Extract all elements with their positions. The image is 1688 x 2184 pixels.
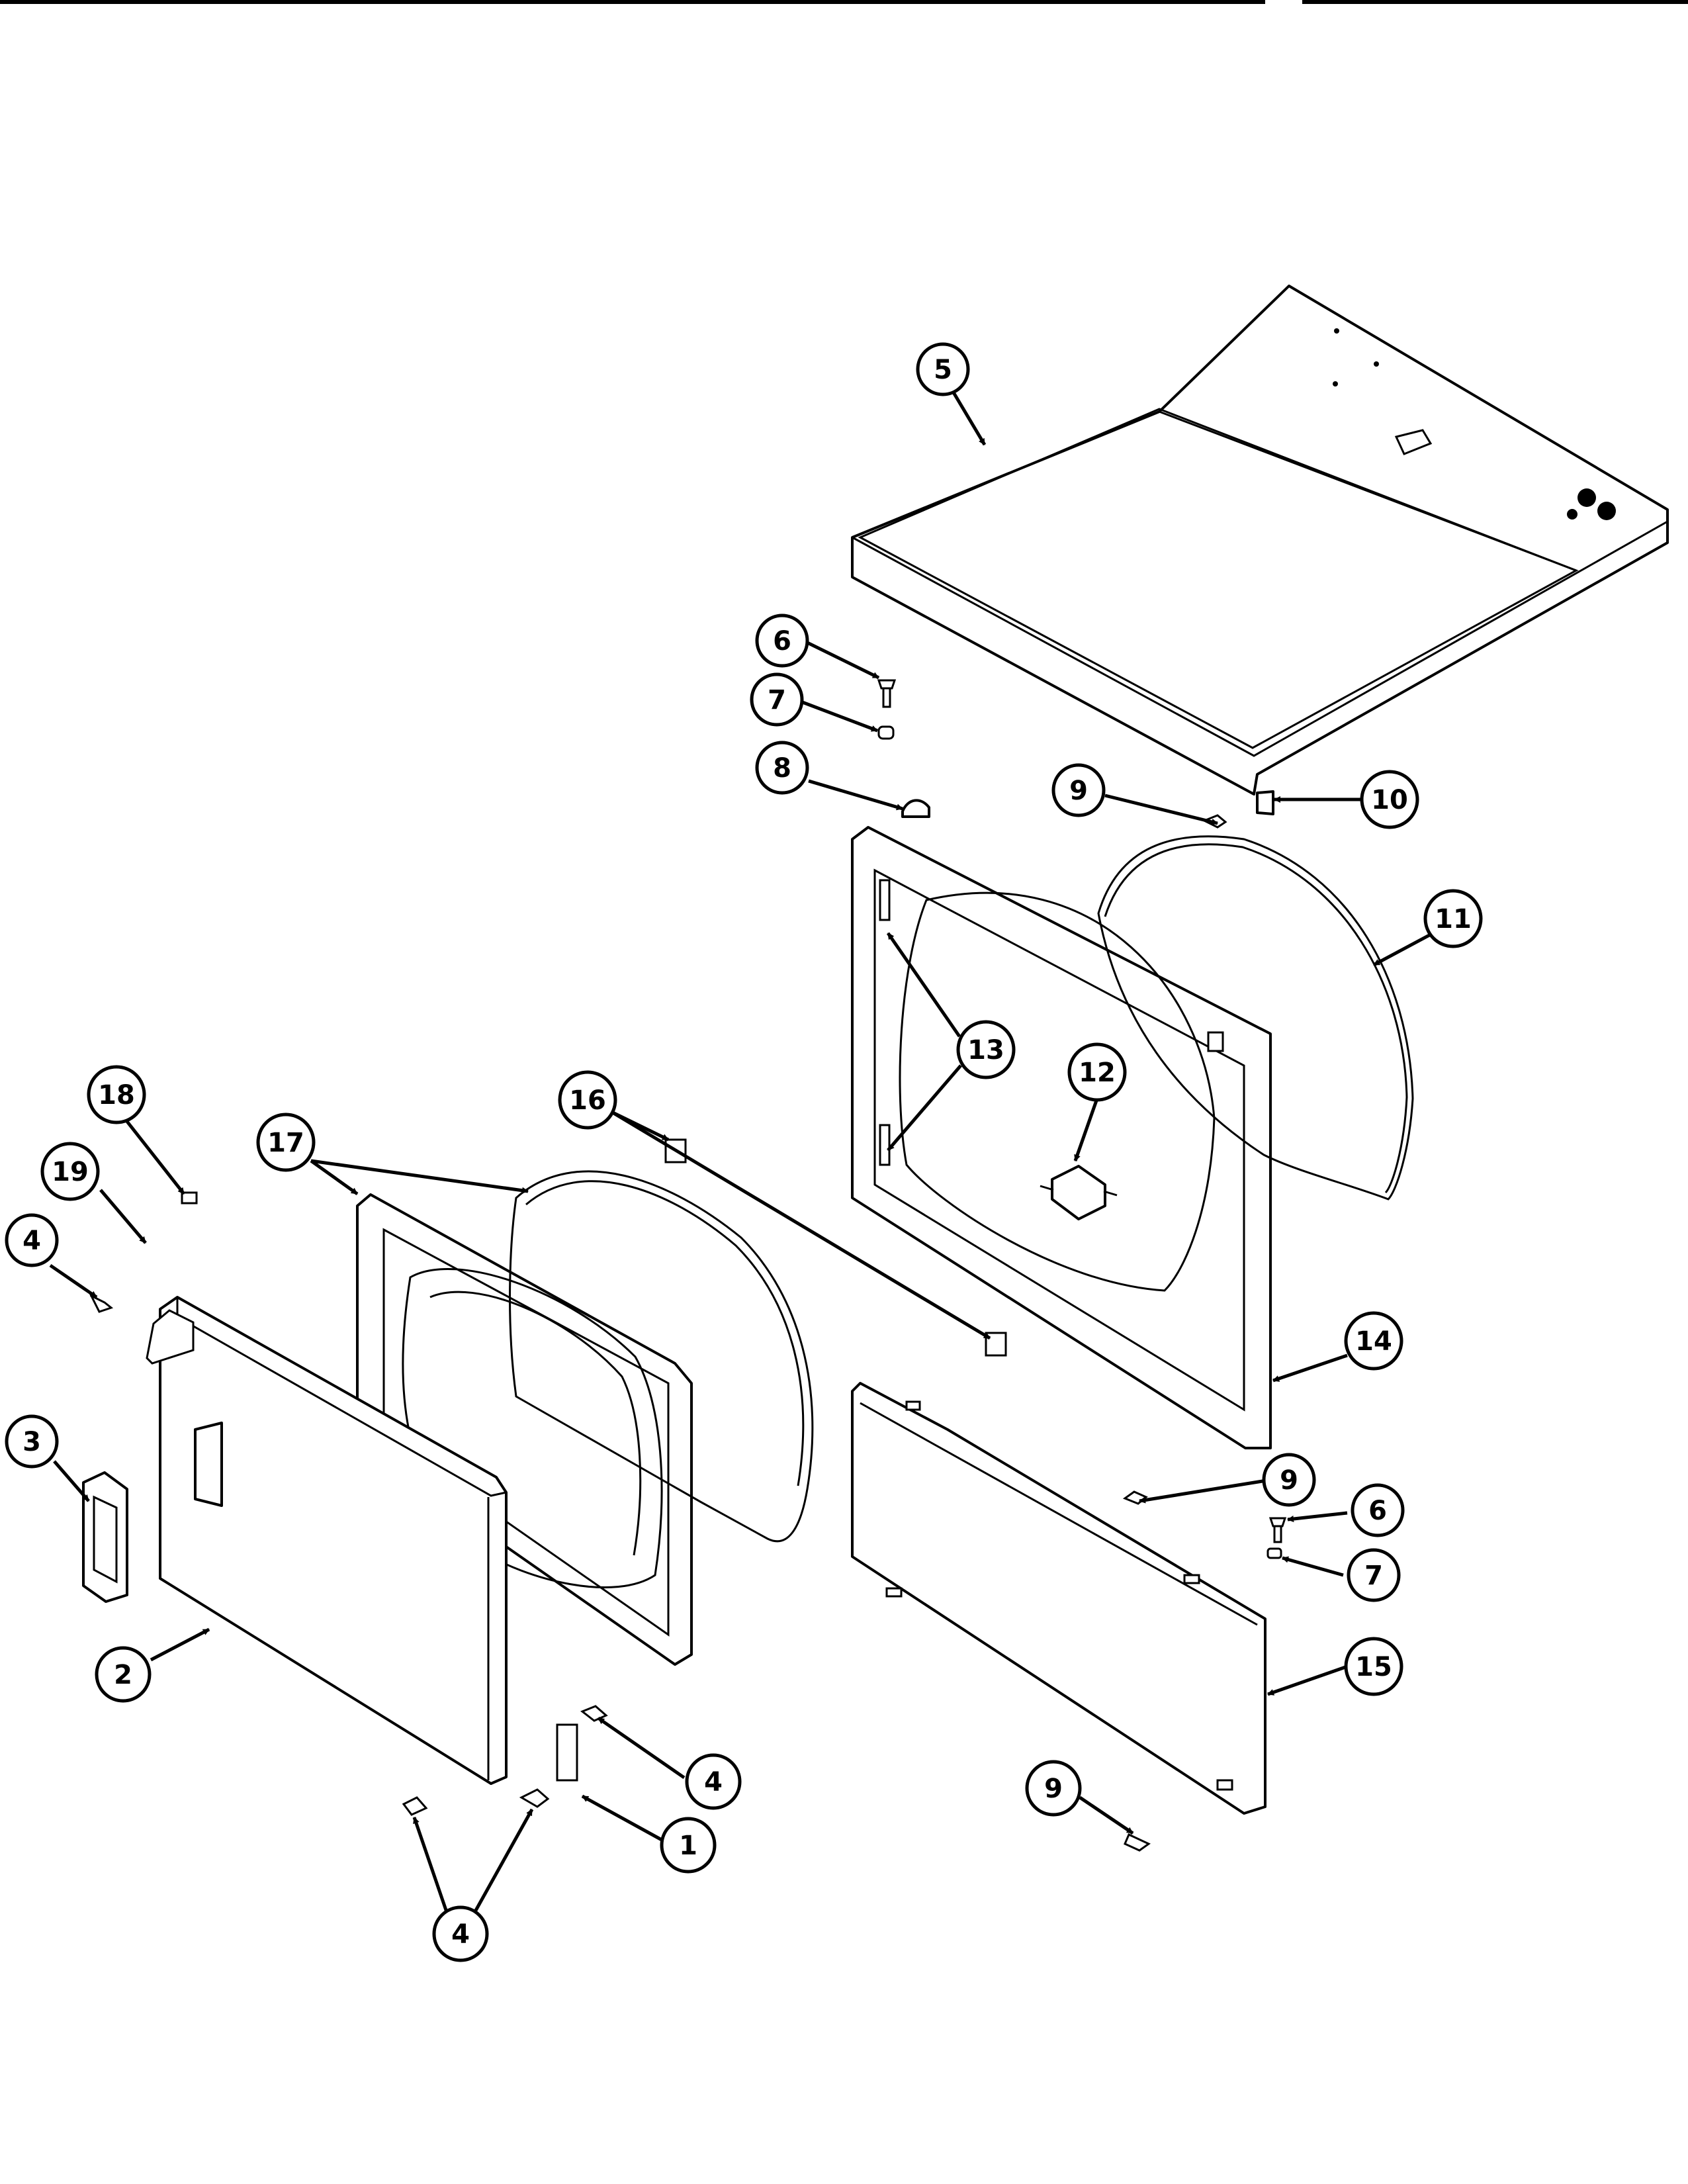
callout-12: 12 [1067, 1042, 1127, 1102]
callout-9-bottom-label: 9 [1044, 1774, 1063, 1804]
leader-16b [610, 1110, 991, 1340]
callout-6-lower-label: 6 [1368, 1496, 1387, 1526]
hardware-parts [89, 679, 1287, 1852]
leader-15 [1267, 1664, 1348, 1696]
callout-3: 3 [5, 1414, 59, 1469]
leader-9c [1079, 1796, 1134, 1835]
leader-4c2 [472, 1808, 534, 1915]
callout-9-label: 9 [1069, 776, 1088, 806]
door-switch-part [1040, 1165, 1118, 1220]
callout-19: 19 [40, 1142, 100, 1201]
callout-4-left-label: 4 [22, 1226, 41, 1256]
callout-3-label: 3 [22, 1427, 41, 1457]
leader-18 [124, 1118, 185, 1195]
front-panel-seal-part [1097, 835, 1414, 1201]
leader-2 [150, 1627, 210, 1662]
leader-6a [805, 640, 880, 680]
leader-4a [49, 1263, 98, 1299]
callout-9-mid-label: 9 [1280, 1465, 1298, 1496]
page-top-rules [0, 0, 1688, 4]
callout-9: 9 [1051, 763, 1106, 817]
callout-4-right: 4 [685, 1753, 742, 1810]
callout-6-label: 6 [773, 626, 791, 657]
leader-5 [950, 388, 987, 446]
leader-17b [310, 1159, 529, 1194]
leader-3 [53, 1460, 90, 1502]
callout-7-lower-label: 7 [1364, 1561, 1383, 1591]
callout-7-lower: 7 [1347, 1548, 1401, 1602]
leader-4c1 [412, 1817, 449, 1915]
callout-9-mid: 9 [1262, 1453, 1316, 1507]
callout-1: 1 [660, 1817, 717, 1874]
callout-4-bottom-label: 4 [451, 1919, 470, 1950]
callout-7-label: 7 [768, 685, 786, 715]
leader-14 [1272, 1353, 1348, 1383]
front-panel-part [851, 826, 1272, 1449]
callout-15: 15 [1344, 1637, 1403, 1696]
leader-9b [1139, 1479, 1263, 1504]
lower-panel-part [851, 1382, 1266, 1815]
top-panel-part [851, 285, 1669, 796]
leader-8 [808, 779, 903, 811]
callout-17: 17 [256, 1113, 316, 1172]
outer-door-panel-part [159, 1296, 508, 1785]
callout-8: 8 [755, 741, 809, 795]
leader-13a [886, 932, 961, 1038]
leader-11 [1372, 933, 1432, 967]
callout-13: 13 [956, 1020, 1016, 1079]
leader-7a [800, 700, 878, 733]
leader-13b [887, 1064, 962, 1152]
callout-10: 10 [1360, 770, 1419, 829]
callout-19-label: 19 [52, 1157, 89, 1187]
leader-7b [1282, 1556, 1344, 1577]
callout-2-label: 2 [114, 1660, 132, 1690]
callout-14: 14 [1344, 1311, 1403, 1371]
callout-18: 18 [87, 1065, 146, 1124]
door-handle-part [82, 1471, 128, 1603]
callout-7: 7 [750, 672, 804, 727]
callout-4-right-label: 4 [704, 1767, 723, 1797]
leader-1 [581, 1794, 663, 1842]
door-gasket-part [509, 1170, 814, 1543]
callout-10-label: 10 [1371, 785, 1408, 815]
callout-16: 16 [558, 1070, 617, 1130]
callout-6-lower: 6 [1351, 1483, 1405, 1537]
callout-9-bottom: 9 [1025, 1760, 1082, 1817]
callout-16-label: 16 [569, 1085, 606, 1116]
callout-17-label: 17 [267, 1128, 304, 1158]
leader-6b [1287, 1511, 1348, 1522]
callout-15-label: 15 [1355, 1652, 1392, 1682]
leader-9a [1104, 794, 1218, 825]
callout-13-label: 13 [967, 1035, 1004, 1066]
leader-lines [49, 388, 1432, 1915]
callout-12-label: 12 [1079, 1058, 1116, 1088]
callout-18-label: 18 [98, 1080, 135, 1111]
callout-8-label: 8 [773, 753, 791, 784]
callout-4-left: 4 [5, 1213, 59, 1267]
callout-11: 11 [1423, 889, 1483, 948]
callout-5-label: 5 [934, 355, 952, 385]
callout-2: 2 [95, 1646, 152, 1703]
leader-12 [1073, 1098, 1099, 1161]
callout-6: 6 [755, 614, 809, 668]
callout-5: 5 [916, 342, 970, 396]
leader-19 [99, 1189, 147, 1244]
leader-17a [310, 1159, 359, 1196]
callout-14-label: 14 [1355, 1326, 1392, 1357]
callout-1-label: 1 [679, 1831, 697, 1861]
leader-4b [597, 1716, 686, 1780]
callout-4-bottom: 4 [432, 1905, 489, 1962]
callout-11-label: 11 [1435, 904, 1472, 934]
